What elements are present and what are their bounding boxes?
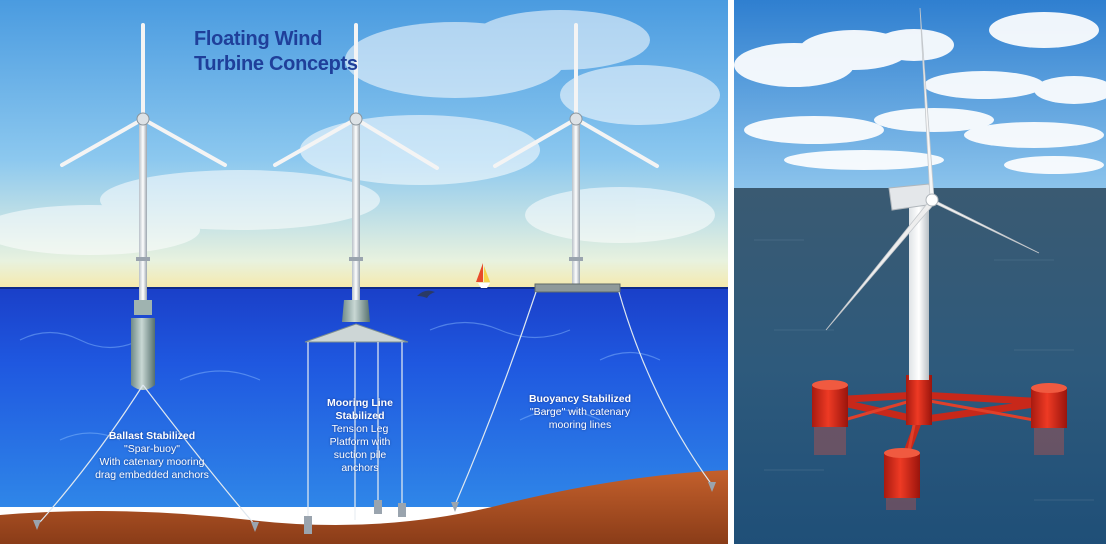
mooring-line xyxy=(454,291,537,506)
clouds xyxy=(734,12,1106,174)
rotor-blades xyxy=(825,7,1040,331)
caption-heading: Ballast Stabilized xyxy=(108,430,196,442)
render-illustration xyxy=(734,0,1106,544)
caption-heading: Mooring Line xyxy=(327,397,393,409)
sea xyxy=(0,287,728,507)
seabed xyxy=(0,470,728,544)
mooring-line xyxy=(142,384,256,526)
spar-buoy xyxy=(131,318,155,390)
caption-line: Platform with xyxy=(329,436,391,448)
tower xyxy=(139,120,147,300)
anchor xyxy=(708,482,716,492)
turbine-spar-buoy xyxy=(33,23,259,532)
caption-line: anchors xyxy=(341,462,379,474)
caption-line: With catenary mooring xyxy=(99,456,205,468)
tower xyxy=(352,120,360,310)
caption-ballast-stabilized: Ballast Stabilized "Spar-buoy" With cate… xyxy=(82,430,222,482)
barge xyxy=(534,283,621,293)
semi-submersible-platform xyxy=(812,375,1067,498)
suction-pile-anchors xyxy=(304,500,406,534)
rotor-blades xyxy=(60,23,227,167)
sea-ripples xyxy=(754,239,1094,501)
diagram-title-line-2: Turbine Concepts xyxy=(194,53,358,75)
anchor xyxy=(451,502,459,512)
rotor-blades xyxy=(273,23,439,170)
concepts-diagram: Floating Wind Turbine Concepts Ballast S… xyxy=(0,0,728,544)
anchor xyxy=(33,520,41,530)
caption-mooring-line-stabilized: Mooring Line Stabilized Tension Leg Plat… xyxy=(315,397,405,475)
caption-line: Tension Leg xyxy=(331,423,389,435)
hub xyxy=(349,112,363,126)
tower xyxy=(572,120,580,285)
mooring-line xyxy=(618,291,713,486)
hub xyxy=(925,193,939,207)
turbine-barge xyxy=(451,23,716,512)
mooring-line xyxy=(39,384,144,523)
rotor-blades xyxy=(493,23,659,168)
caption-line: mooring lines xyxy=(548,419,612,431)
tlp-platform xyxy=(304,323,409,343)
hub xyxy=(569,112,583,126)
anchor xyxy=(251,522,259,532)
tower-flange xyxy=(136,257,150,261)
caption-heading: Stabilized xyxy=(335,410,385,422)
tower-flange xyxy=(569,257,583,261)
central-column xyxy=(906,375,932,425)
hub xyxy=(136,112,150,126)
floating-turbine-render xyxy=(734,0,1106,544)
tower xyxy=(909,205,929,380)
sailboat xyxy=(476,263,490,288)
water-caustics xyxy=(19,321,661,441)
diagram-title-line-1: Floating Wind xyxy=(194,28,323,50)
caption-line: "Spar-buoy" xyxy=(124,443,180,455)
turbine-tension-leg xyxy=(273,23,439,534)
caption-line: suction pile xyxy=(333,449,387,461)
caption-heading: Buoyancy Stabilized xyxy=(528,393,632,405)
tower-flange xyxy=(349,257,363,261)
dolphin xyxy=(417,290,435,298)
tendons xyxy=(307,342,403,520)
caption-buoyancy-stabilized: Buoyancy Stabilized "Barge" with catenar… xyxy=(515,393,645,432)
buoyancy-columns xyxy=(812,380,1067,498)
tlp-column xyxy=(342,300,370,322)
caption-line: "Barge" with catenary xyxy=(529,406,631,418)
caption-line: drag embedded anchors xyxy=(95,469,209,481)
concepts-illustration xyxy=(0,0,728,544)
spar-neck xyxy=(134,300,152,315)
